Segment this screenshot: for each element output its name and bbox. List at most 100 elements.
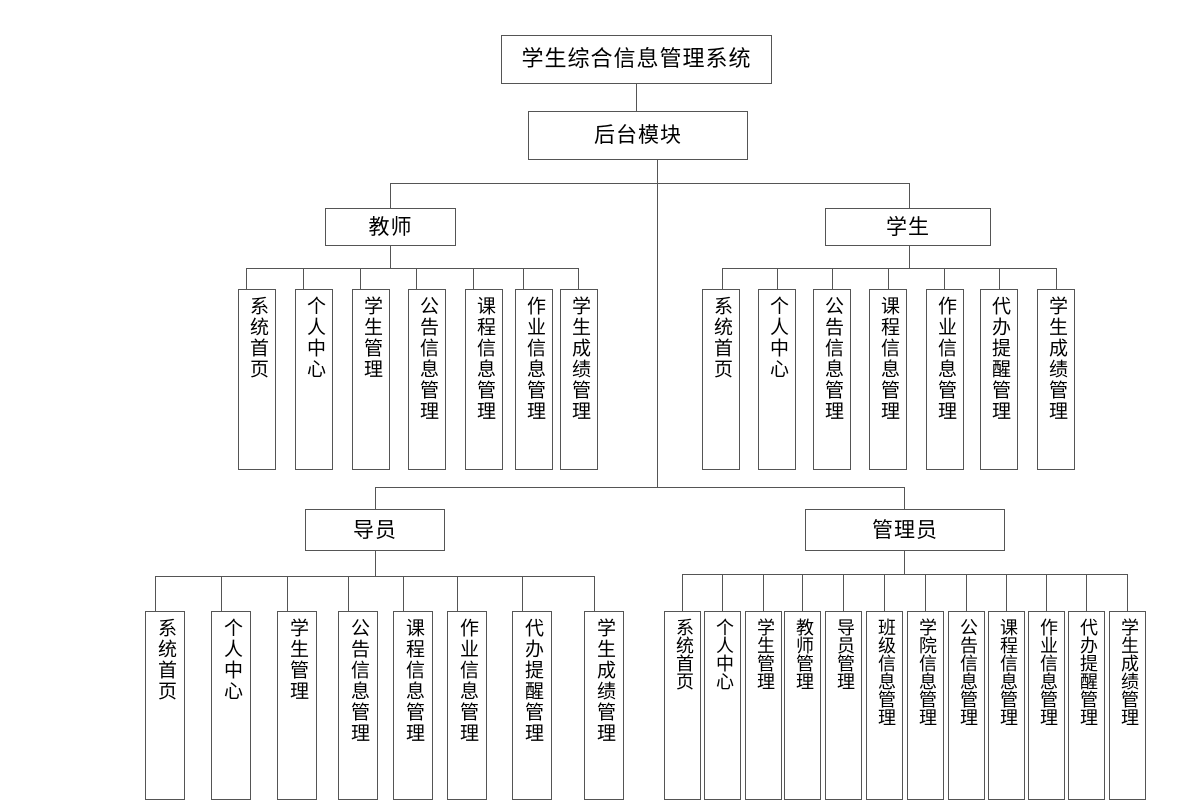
node-admin-item-11: 学生成绩管理 xyxy=(1109,611,1146,800)
node-student-item-3: 课程信息管理 xyxy=(869,289,907,470)
connector-drop-student-1 xyxy=(777,268,778,289)
connector-drop-student-3 xyxy=(888,268,889,289)
node-root-system: 学生综合信息管理系统 xyxy=(501,35,772,84)
connector-drop-admin-9 xyxy=(1046,574,1047,611)
connector-drop-teacher-2 xyxy=(360,268,361,289)
connector-drop-admin-4 xyxy=(843,574,844,611)
connector-drop-admin-1 xyxy=(722,574,723,611)
connector-drop-teacher-0 xyxy=(246,268,247,289)
node-label: 代办提醒管理 xyxy=(988,296,1011,422)
node-label: 作业信息管理 xyxy=(934,296,957,422)
node-label: 课程信息管理 xyxy=(473,296,496,422)
node-counselor-item-0: 系统首页 xyxy=(145,611,185,800)
node-student-item-5: 代办提醒管理 xyxy=(980,289,1018,470)
node-label: 公告信息管理 xyxy=(821,296,844,422)
node-label: 学生管理 xyxy=(360,296,383,380)
connector-drop-admin-11 xyxy=(1127,574,1128,611)
connector-drop-admin-8 xyxy=(1006,574,1007,611)
node-label: 后台模块 xyxy=(594,123,682,148)
node-student-item-6: 学生成绩管理 xyxy=(1037,289,1075,470)
connector-teacher-to-bar xyxy=(390,246,391,268)
node-role-admin: 管理员 xyxy=(805,509,1005,551)
node-label: 学生成绩管理 xyxy=(1045,296,1068,422)
node-label: 导员管理 xyxy=(833,618,855,690)
connector-drop-teacher-4 xyxy=(473,268,474,289)
node-admin-item-6: 学院信息管理 xyxy=(907,611,944,800)
node-counselor-item-1: 个人中心 xyxy=(211,611,251,800)
node-label: 课程信息管理 xyxy=(402,618,425,744)
connector-bar-teacher-children xyxy=(246,268,578,269)
node-label: 公告信息管理 xyxy=(416,296,439,422)
node-admin-item-7: 公告信息管理 xyxy=(948,611,985,800)
node-counselor-item-2: 学生管理 xyxy=(277,611,317,800)
connector-drop-counselor-6 xyxy=(522,576,523,611)
node-teacher-item-0: 系统首页 xyxy=(238,289,276,470)
connector-drop-counselor-1 xyxy=(221,576,222,611)
connector-drop-counselor-5 xyxy=(457,576,458,611)
connector-drop-student-6 xyxy=(1056,268,1057,289)
node-label: 作业信息管理 xyxy=(523,296,546,422)
connector-drop-counselor-2 xyxy=(287,576,288,611)
node-counselor-item-5: 作业信息管理 xyxy=(447,611,487,800)
node-label: 学生成绩管理 xyxy=(568,296,591,422)
connector-drop-admin xyxy=(904,487,905,509)
node-label: 教师管理 xyxy=(792,618,814,690)
connector-module-trunk xyxy=(657,160,658,487)
node-student-item-1: 个人中心 xyxy=(758,289,796,470)
node-admin-item-10: 代办提醒管理 xyxy=(1068,611,1105,800)
connector-drop-student-5 xyxy=(999,268,1000,289)
node-label: 作业信息管理 xyxy=(456,618,479,744)
connector-drop-student-2 xyxy=(832,268,833,289)
connector-drop-counselor-7 xyxy=(594,576,595,611)
connector-bar-student-children xyxy=(722,268,1057,269)
node-label: 系统首页 xyxy=(672,618,694,690)
node-student-item-2: 公告信息管理 xyxy=(813,289,851,470)
node-admin-item-0: 系统首页 xyxy=(664,611,701,800)
connector-drop-admin-7 xyxy=(966,574,967,611)
node-label: 管理员 xyxy=(872,517,938,542)
connector-student-to-bar xyxy=(909,246,910,268)
connector-drop-student xyxy=(909,183,910,208)
node-label: 导员 xyxy=(353,517,397,542)
connector-drop-admin-6 xyxy=(925,574,926,611)
node-teacher-item-5: 作业信息管理 xyxy=(515,289,553,470)
connector-drop-student-0 xyxy=(722,268,723,289)
node-label: 学生综合信息管理系统 xyxy=(521,46,752,72)
connector-drop-teacher-5 xyxy=(523,268,524,289)
connector-bar-counselor-children xyxy=(155,576,595,577)
node-admin-item-8: 课程信息管理 xyxy=(988,611,1025,800)
node-label: 代办提醒管理 xyxy=(1076,618,1098,726)
node-label: 系统首页 xyxy=(154,618,177,702)
node-counselor-item-3: 公告信息管理 xyxy=(338,611,378,800)
node-counselor-item-7: 学生成绩管理 xyxy=(584,611,624,800)
node-role-teacher: 教师 xyxy=(325,208,456,246)
connector-bar-top-roles xyxy=(390,183,910,184)
connector-drop-student-4 xyxy=(944,268,945,289)
node-counselor-item-4: 课程信息管理 xyxy=(393,611,433,800)
node-label: 系统首页 xyxy=(710,296,733,380)
node-label: 学生成绩管理 xyxy=(593,618,616,744)
node-teacher-item-1: 个人中心 xyxy=(295,289,333,470)
node-label: 代办提醒管理 xyxy=(521,618,544,744)
node-label: 公告信息管理 xyxy=(347,618,370,744)
node-label: 个人中心 xyxy=(766,296,789,380)
node-student-item-0: 系统首页 xyxy=(702,289,740,470)
connector-drop-counselor-0 xyxy=(155,576,156,611)
connector-root-to-module xyxy=(636,84,637,111)
node-admin-item-3: 教师管理 xyxy=(784,611,821,800)
node-teacher-item-2: 学生管理 xyxy=(352,289,390,470)
connector-drop-counselor-3 xyxy=(348,576,349,611)
node-label: 个人中心 xyxy=(303,296,326,380)
node-label: 学生管理 xyxy=(286,618,309,702)
node-label: 学生成绩管理 xyxy=(1117,618,1139,726)
node-label: 课程信息管理 xyxy=(877,296,900,422)
node-label: 学院信息管理 xyxy=(915,618,937,726)
node-label: 教师 xyxy=(368,214,413,239)
node-admin-item-4: 导员管理 xyxy=(825,611,862,800)
node-student-item-4: 作业信息管理 xyxy=(926,289,964,470)
node-admin-item-9: 作业信息管理 xyxy=(1028,611,1065,800)
connector-drop-admin-5 xyxy=(884,574,885,611)
node-label: 个人中心 xyxy=(220,618,243,702)
node-label: 作业信息管理 xyxy=(1036,618,1058,726)
